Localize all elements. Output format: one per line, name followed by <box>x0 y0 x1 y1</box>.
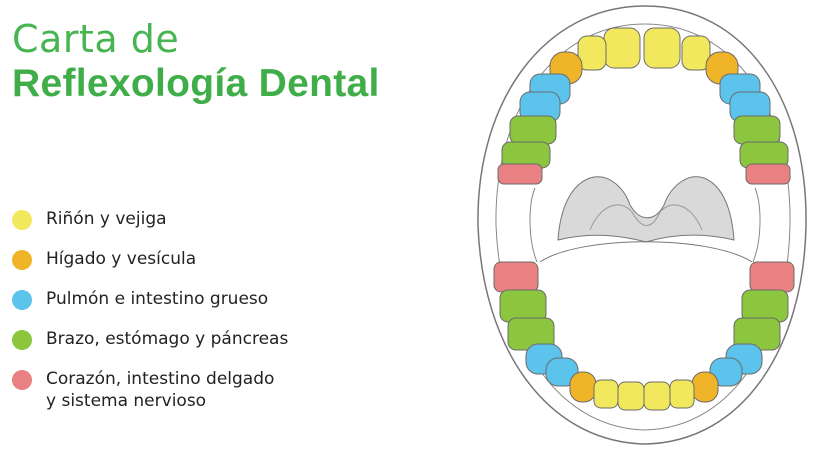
tooth-lower-wisdom <box>493 261 539 293</box>
legend-label: Brazo, estómago y páncreas <box>46 329 289 349</box>
legend-item-heart: Corazón, intestino delgado y sistema ner… <box>12 368 332 412</box>
legend-dot-green <box>12 330 32 350</box>
legend-dot-red <box>12 370 32 390</box>
palate-inner <box>589 204 703 231</box>
legend: Riñón y vejiga Hígado y vesícula Pulmón … <box>12 208 332 430</box>
tooth-upper-incisor <box>643 27 681 69</box>
right-cheek-line <box>752 187 761 263</box>
tooth-lower-molar <box>499 289 547 323</box>
legend-label: Riñón y vejiga <box>46 209 167 229</box>
title-line-1: Carta de <box>12 17 180 61</box>
chart-title: Carta de Reflexología Dental <box>12 20 380 103</box>
tooth-lower-canine <box>691 371 719 403</box>
tooth-upper-lateral <box>681 35 711 71</box>
tooth-upper-wisdom <box>497 163 543 185</box>
left-cheek-line <box>529 187 538 263</box>
tooth-lower-canine <box>569 371 597 403</box>
legend-item-liver: Hígado y vesícula <box>12 248 332 270</box>
tooth-lower-premolar <box>709 357 743 387</box>
upper-teeth <box>497 27 791 185</box>
tooth-upper-molar <box>733 115 781 145</box>
lower-teeth <box>493 261 795 411</box>
legend-dot-blue <box>12 290 32 310</box>
tooth-lower-wisdom <box>749 261 795 293</box>
legend-dot-yellow <box>12 210 32 230</box>
legend-dot-orange <box>12 250 32 270</box>
legend-label: Pulmón e intestino grueso <box>46 289 269 309</box>
tooth-lower-premolar <box>545 357 579 387</box>
legend-item-kidney: Riñón y vejiga <box>12 208 332 230</box>
tooth-upper-molar <box>509 115 557 145</box>
lower-arch-curve <box>539 241 753 263</box>
tooth-lower-molar <box>741 289 789 323</box>
tooth-lower-incisor <box>669 379 695 409</box>
legend-label: Corazón, intestino delgado y sistema ner… <box>46 369 275 411</box>
mouth-diagram <box>477 5 807 445</box>
tooth-upper-incisor <box>603 27 641 69</box>
legend-item-lung: Pulmón e intestino grueso <box>12 288 332 310</box>
tooth-upper-lateral <box>577 35 607 71</box>
legend-item-arm: Brazo, estómago y páncreas <box>12 328 332 350</box>
legend-label: Hígado y vesícula <box>46 249 197 269</box>
tooth-lower-incisor <box>593 379 619 409</box>
tooth-upper-wisdom <box>745 163 791 185</box>
tooth-lower-incisor <box>617 381 645 411</box>
tooth-lower-incisor <box>643 381 671 411</box>
title-line-2: Reflexología Dental <box>12 62 380 105</box>
